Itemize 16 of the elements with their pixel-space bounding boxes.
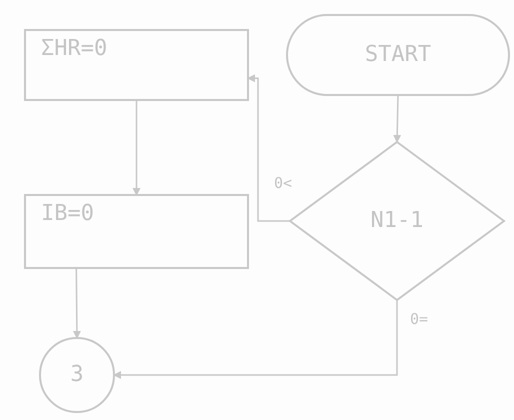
node-label: 3	[70, 364, 84, 386]
connector-circle	[39, 337, 115, 413]
arrow	[113, 300, 398, 379]
node-label: ΣHR=0	[41, 38, 108, 60]
process-box	[24, 194, 249, 269]
node-label: IB=0	[41, 203, 94, 225]
terminal-box	[286, 14, 510, 96]
arrow	[132, 100, 140, 196]
edge-label: 0<	[272, 176, 294, 191]
edge-label: 0=	[408, 312, 430, 327]
arrow	[247, 74, 290, 222]
arrow	[72, 268, 81, 339]
node-label: N1-1	[370, 210, 424, 232]
arrow	[393, 94, 402, 143]
node-label: START	[364, 44, 432, 66]
process-box	[24, 29, 249, 101]
